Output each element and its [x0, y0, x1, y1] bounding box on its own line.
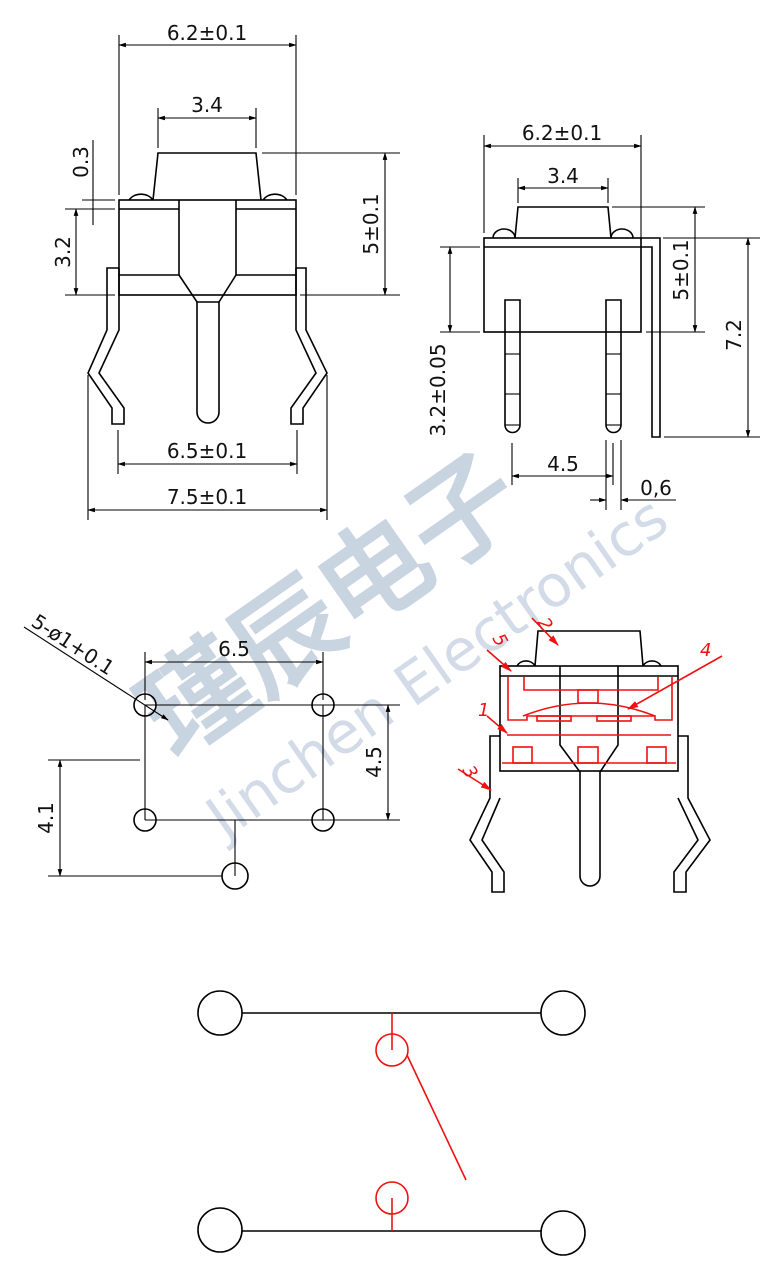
callout-1-leader [486, 715, 508, 734]
bump-right [262, 193, 288, 201]
dim-side-pin-width: 0,6 [640, 476, 672, 500]
callout-2-leader [531, 617, 559, 646]
callout-3-leader [457, 768, 492, 791]
dim-front-lead-pitch: 6.5±0.1 [167, 439, 247, 463]
contact-upper [375, 1033, 409, 1067]
center-pin [196, 302, 220, 424]
dim-side-pin-pitch: 4.5 [547, 452, 579, 476]
dim-side-overall-width: 6.2±0.1 [522, 121, 602, 145]
dim-front-lead-span: 7.5±0.1 [167, 485, 247, 509]
section-body [499, 665, 679, 772]
terminal-top-left [197, 990, 243, 1036]
dim-front-offset: 0.3 [69, 146, 93, 178]
metal-dome [522, 702, 656, 717]
dim-side-lead-length: 3.2±0.05 [426, 343, 450, 436]
internal-housing [507, 677, 673, 721]
callout-1: 1 [478, 700, 489, 721]
section-lead-left [469, 735, 505, 893]
callout-4: 4 [700, 640, 711, 661]
callout-4-leader [627, 655, 723, 710]
side-view: 6.2±0.1 3.4 5±0.1 7.2 3.2±0.05 4.5 0,6 [426, 121, 760, 510]
lead-right [290, 267, 328, 425]
front-view: 6.2±0.1 3.4 5±0.1 0.3 3.2 6.5±0.1 7.5±0.… [51, 21, 400, 520]
dim-front-total-height: 5±0.1 [359, 193, 383, 254]
dim-front-overall-width: 6.2±0.1 [167, 21, 247, 45]
dim-side-total-height: 5±0.1 [669, 239, 693, 300]
section-center-pin [559, 666, 619, 887]
pad-hole [311, 808, 335, 832]
terminal-bottom-left [197, 1207, 243, 1253]
section-lead-right [673, 735, 711, 893]
side-lead [641, 237, 661, 438]
bump-left [128, 193, 154, 201]
dim-pcb-center-offset: 4.1 [34, 802, 58, 834]
hole-spec-label: 5-ø1+0.1 [27, 609, 118, 680]
terminal-bottom-right [540, 1210, 586, 1256]
switch-blade [406, 1054, 467, 1181]
callout-3: 3 [458, 762, 482, 782]
pad-hole [133, 808, 157, 832]
switch-body [118, 199, 297, 296]
dim-pcb-vertical-pitch: 4.5 [362, 746, 386, 778]
dim-pcb-horizontal-pitch: 6.5 [218, 637, 250, 661]
side-body [483, 237, 642, 333]
dim-side-actuator-width: 3.4 [547, 164, 579, 188]
actuator [152, 152, 262, 201]
dim-side-overall-height: 7.2 [722, 319, 746, 351]
lead-left [87, 267, 125, 425]
terminal-top-right [540, 990, 586, 1036]
dim-front-body-height: 3.2 [51, 236, 75, 268]
side-pin-left [504, 299, 521, 434]
dim-front-actuator-width: 3.4 [191, 93, 223, 117]
schematic [197, 990, 586, 1256]
side-pin-right [605, 299, 622, 434]
callout-5-leader [486, 649, 512, 672]
side-actuator [514, 206, 612, 239]
